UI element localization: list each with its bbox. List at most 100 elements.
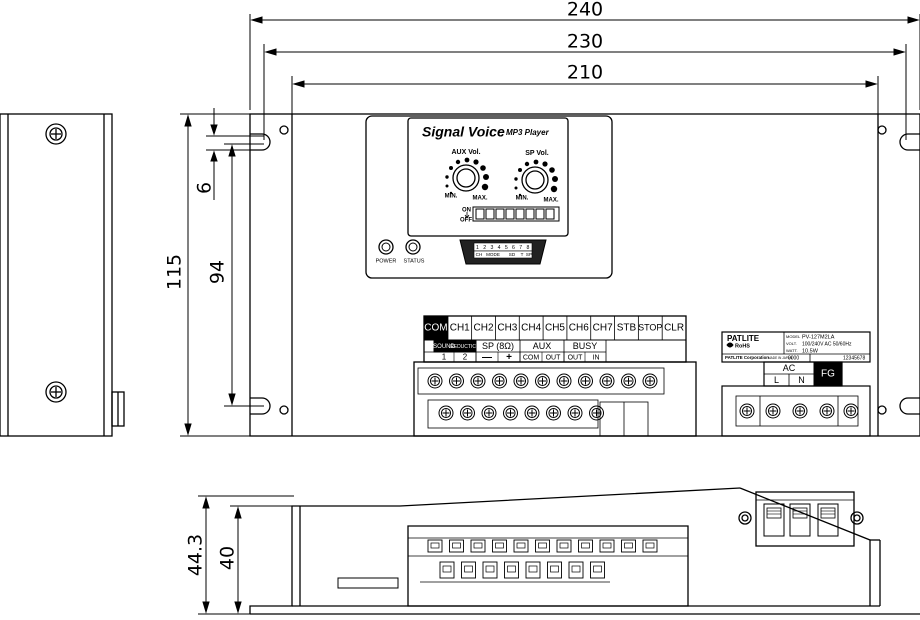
reduction-label: REDUCTION [450,344,480,350]
ac-screw-icon[interactable] [765,403,781,419]
terminal-screw-icon[interactable] [599,373,615,389]
model-key: MODEL [786,334,801,339]
terminal-sub-label: 1 [442,353,447,362]
terminal-screw-icon[interactable] [567,405,583,421]
sp-min-label: MIN. [516,196,529,202]
dim-mount-pitch: 230 [567,31,603,53]
dim-vertical-pitch: 94 [207,260,229,284]
terminal-screw-icon[interactable] [524,405,540,421]
sound-label: SOUND [433,344,455,350]
terminal-label-stop: STOP [638,322,662,332]
terminal-screw-icon[interactable] [470,373,486,389]
aux-min-label: MIN. [445,194,458,200]
ac-n-label: N [798,375,805,385]
terminal-sub-label: — [482,352,492,363]
dim-side-overall: 44.3 [185,534,207,576]
dip-number: 2 [483,245,486,251]
terminal-screw-icon[interactable] [535,373,550,389]
dim-side-body: 40 [217,546,239,570]
model-value: PV-127M2LA [802,334,835,340]
dim-body-width: 210 [567,62,603,84]
terminal-label-com: COM [424,323,447,334]
dip-number: 8 [526,245,529,251]
terminal-label-ch2: CH2 [474,323,494,334]
nameplate-rohs: RoHS [735,343,750,349]
terminal-label-ch7: CH7 [593,323,613,334]
dip-number: 4 [498,245,501,251]
terminal-sub-label: + [506,352,512,363]
nameplate-made-in: MADE IN JAPAN [768,356,793,360]
dip-group-sp: SP [526,252,532,257]
sp-vol-label: SP Vol. [525,150,549,157]
dip-group-ch: CH [476,252,483,257]
terminal-sub-label: IN [593,354,600,361]
terminal-label-clr: CLR [664,323,684,334]
sp-volume-knob[interactable]: SP Vol. MIN. MAX. [514,150,559,204]
terminal-screw-icon[interactable] [438,405,454,421]
aux-label: AUX [533,341,552,351]
terminal-screw-icon[interactable] [589,405,604,421]
nameplate-serial: 12345678 [843,355,865,361]
terminal-screw-icon[interactable] [449,373,464,389]
terminal-sub-label: 2 [463,353,468,362]
dip-number: 3 [490,245,493,251]
aux-volume-knob[interactable]: AUX Vol. MIN. MAX. [445,149,489,202]
terminal-screw-icon[interactable] [492,373,507,389]
terminal-screw-icon[interactable] [621,373,636,389]
terminal-sub-label: OUT [568,354,584,361]
watt-value: 10.5W [802,348,819,354]
terminal-screw-icon[interactable] [460,405,475,421]
dip-off-label: OFF [460,218,472,224]
volt-key: VOLT. [786,341,797,346]
busy-label: BUSY [573,341,598,351]
dip-number: 1 [476,245,479,251]
terminal-screw-icon[interactable] [642,373,658,389]
fg-label: FG [821,369,835,380]
terminal-screw-icon[interactable] [503,405,518,421]
rohs-leaf-icon [726,342,734,348]
terminal-screw-icon[interactable] [481,405,497,421]
power-led: POWER [376,239,397,264]
dimension-left: 115 94 6 [164,108,264,437]
side-view-left [0,113,125,437]
dim-height: 115 [164,254,186,290]
terminal-label-ch5: CH5 [545,323,565,334]
dimension-top: 240 230 210 [249,0,920,140]
ac-screw-icon[interactable] [792,403,808,419]
power-label: POWER [376,258,397,264]
ac-screw-icon[interactable] [739,403,755,419]
dip-number: 6 [512,245,515,251]
dip-switch[interactable] [472,206,560,222]
dip-number: 7 [519,245,522,251]
brand-subtitle: MP3 Player [506,128,550,137]
terminal-screw-icon[interactable] [578,373,593,389]
volt-value: 100/240V AC 50/60Hz [802,341,852,347]
nameplate-code: 0000 [788,355,799,361]
terminal-screw-icon[interactable] [546,405,561,421]
status-led: STATUS [404,239,425,264]
terminal-screw-icon[interactable] [513,373,529,389]
terminal-screw-icon[interactable] [427,373,443,389]
brand-title: Signal Voice [422,124,505,140]
terminal-label-stb: STB [617,323,637,334]
aux-vol-label: AUX Vol. [451,149,480,156]
nameplate-brand: PATLITE [727,334,760,343]
nameplate-corporation: PATLITE Corporation [725,355,769,360]
terminal-label-ch6: CH6 [569,323,589,334]
dim-slot: 6 [194,182,216,194]
dip-group-t: T [521,252,524,257]
ac-terminal: AC L N FG [721,361,871,437]
terminal-screw-icon[interactable] [556,373,572,389]
sp-max-label: MAX. [544,198,559,204]
sp-label: SP (8Ω) [482,341,514,351]
ac-screw-icon[interactable] [843,403,859,419]
control-panel: Signal Voice MP3 Player AUX Vol. MIN. MA… [365,115,613,279]
ac-screw-icon[interactable] [819,403,835,419]
nameplate: PATLITE RoHS PATLITE Corporation MADE IN… [721,331,871,363]
aux-max-label: MAX. [473,196,488,202]
terminal-label-ch3: CH3 [497,323,517,334]
dip-number: 5 [505,245,508,251]
side-view-bottom [249,487,920,615]
